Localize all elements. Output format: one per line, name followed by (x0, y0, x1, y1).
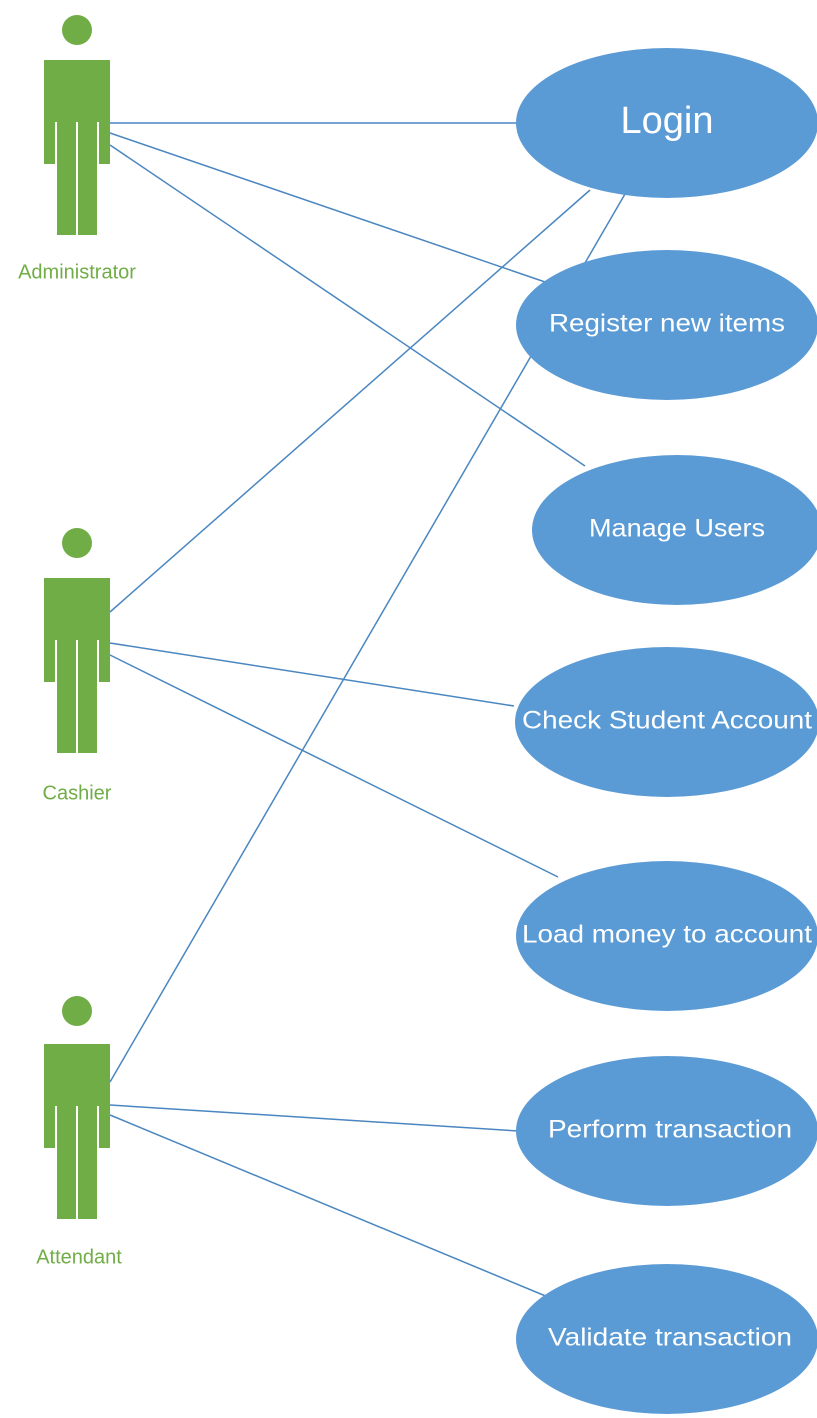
use-case-load-money-to-account: Load money to account (516, 861, 817, 1011)
use-case-register-new-items-ellipse (516, 250, 817, 400)
use-case-check-student-account-label: Check Student Account (522, 707, 812, 735)
use-case-login-label: Login (621, 100, 714, 142)
use-case-register-new-items-label: Register new items (549, 310, 785, 338)
association-cashier-login (109, 189, 591, 613)
use-case-load-money-to-account-label: Load money to account (522, 921, 812, 949)
use-case-validate-transaction-label: Validate transaction (548, 1324, 792, 1352)
use-case-validate-transaction: Validate transaction (516, 1264, 817, 1414)
actor-cashier-icon (44, 528, 110, 753)
actor-cashier-label: Cashier (43, 782, 112, 804)
use-case-check-student-account: Check Student Account (515, 647, 817, 797)
use-case-manage-users-ellipse (532, 455, 817, 605)
actor-administrator-label: Administrator (18, 261, 136, 283)
actor-attendant: Attendant (36, 996, 122, 1268)
association-cashier-load-money-to-account (109, 654, 559, 878)
actor-administrator-icon (44, 15, 110, 235)
associations (109, 122, 626, 1298)
use-case-manage-users-label: Manage Users (589, 515, 765, 543)
use-case-check-student-account-ellipse (515, 647, 817, 797)
use-case-register-new-items: Register new items (516, 250, 817, 400)
use-case-load-money-to-account-ellipse (516, 861, 817, 1011)
actor-administrator: Administrator (18, 15, 136, 283)
use-case-validate-transaction-ellipse (516, 1264, 817, 1414)
use-case-perform-transaction-label: Perform transaction (548, 1116, 792, 1144)
use-case-manage-users: Manage Users (532, 455, 817, 605)
actor-attendant-label: Attendant (36, 1246, 122, 1268)
use-case-perform-transaction: Perform transaction (516, 1056, 817, 1206)
association-administrator-register-new-items (109, 132, 549, 284)
use-case-login: Login (516, 48, 817, 198)
association-administrator-manage-users (109, 144, 586, 467)
actor-attendant-icon (44, 996, 110, 1219)
association-cashier-check-student-account (109, 642, 515, 707)
use-case-login-ellipse (516, 48, 817, 198)
association-attendant-validate-transaction (109, 1114, 549, 1298)
actor-cashier: Cashier (43, 528, 112, 804)
use-case-perform-transaction-ellipse (516, 1056, 817, 1206)
association-attendant-perform-transaction (109, 1104, 519, 1132)
